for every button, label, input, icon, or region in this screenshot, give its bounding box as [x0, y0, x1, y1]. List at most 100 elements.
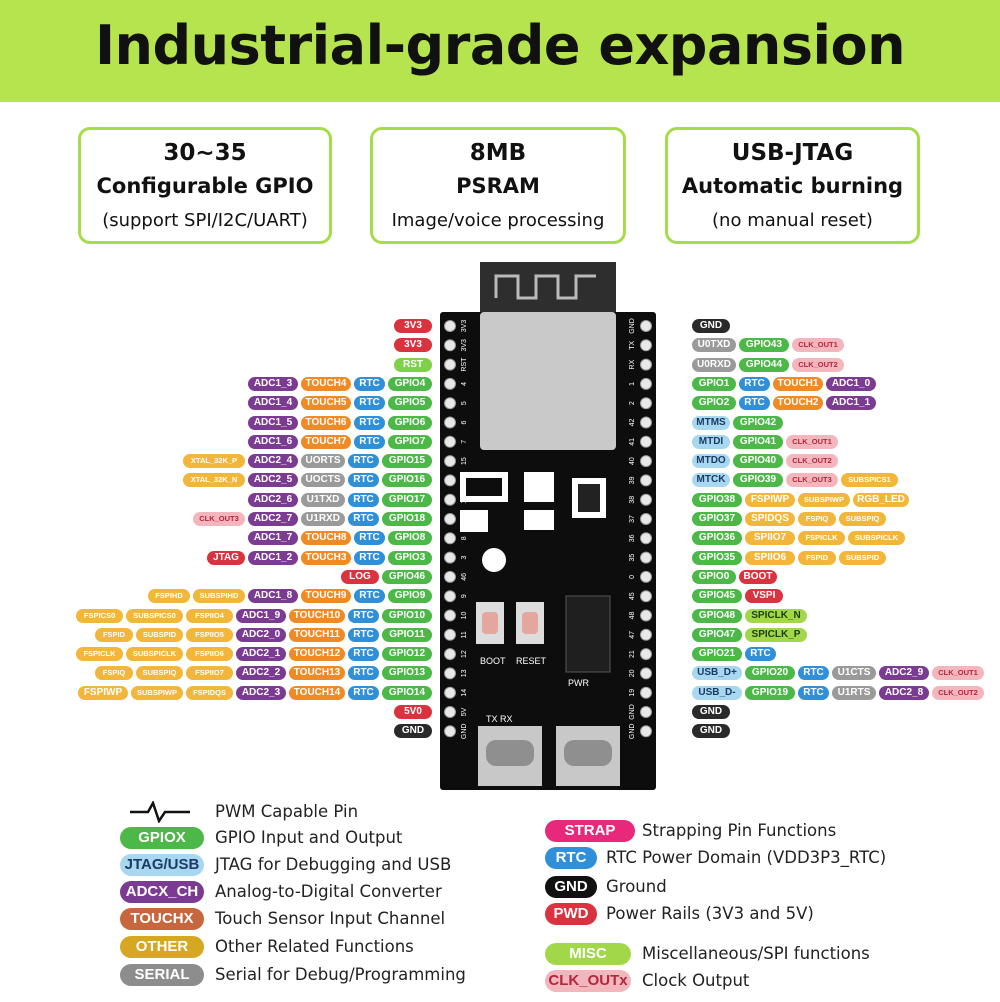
pin-function-jtag: MTDO: [692, 454, 730, 469]
header-pin: [444, 725, 456, 738]
pin-function-other: FSPICS0: [76, 608, 123, 623]
feature-box-psram: 8MB PSRAM Image/voice processing: [370, 127, 626, 244]
pin-function-rtc: RTC: [354, 415, 385, 430]
header-pin: [640, 513, 652, 525]
pin-silk-label: 38: [629, 496, 636, 504]
pin-function-adc: ADC1_1: [826, 396, 876, 411]
pin-silk-label: 3V3: [461, 339, 468, 352]
pin-function-red: VSPI: [745, 589, 783, 604]
pin-function-gpio_green: GPIO45: [692, 589, 742, 604]
pin-function-touch: TOUCH10: [289, 608, 345, 623]
pin-silk-label: 1: [629, 382, 636, 386]
pin-function-serial: U1RTS: [832, 685, 876, 700]
pin-function-red: 5V0: [394, 705, 432, 719]
smd-component: [460, 510, 488, 532]
header-pin: [444, 474, 456, 487]
header-pin: [640, 377, 652, 390]
pin-function-touch: TOUCH7: [301, 434, 351, 449]
header-pin: [640, 551, 652, 564]
pin-function-other: SPIDQS: [745, 512, 795, 526]
pin-function-adc: ADC2_8: [879, 685, 929, 700]
left-pin-header: 3V33V3RST4567151617188346910111213145VGN…: [444, 320, 468, 739]
pin-function-other: FSPIIO7: [186, 666, 233, 681]
header-pin: [444, 339, 456, 352]
pin-function-rtc: RTC: [348, 454, 379, 469]
pin-function-other: SUBSPIHD: [193, 589, 245, 604]
pin-silk-label: RST: [461, 357, 468, 372]
pin-function-other: SUBSPIQ: [839, 512, 886, 526]
header-pin: [640, 435, 652, 448]
pin-function-touch: TOUCH3: [301, 550, 351, 565]
header-pin: [640, 609, 652, 622]
header-pin: [640, 320, 652, 332]
legend-symbol-serial: SERIAL: [120, 964, 204, 986]
legend-symbol-clk: CLK_OUTx: [545, 970, 631, 992]
pin-function-gpio_green: GPIO47: [692, 627, 742, 642]
feature-box-gpio: 30~35 Configurable GPIO (support SPI/I2C…: [78, 127, 332, 244]
pin-function-rtc: RTC: [798, 666, 829, 681]
legend-symbol-gpio: GPIOX: [120, 827, 204, 849]
pin-silk-label: 8: [461, 536, 468, 540]
pin-function-touch: TOUCH8: [301, 531, 351, 546]
pin-function-jtag: MTDI: [692, 434, 730, 449]
pin-function-gpio_green: GPIO16: [382, 473, 432, 488]
header-pin: [640, 570, 652, 583]
pin-silk-label: 13: [461, 669, 468, 677]
pin-function-other: FSPIHD: [148, 589, 190, 604]
header-pin: [444, 358, 456, 371]
legend-text: Analog-to-Digital Converter: [215, 882, 442, 901]
pin-function-touch: TOUCH4: [301, 376, 351, 391]
header-pin: [640, 493, 652, 506]
pin-function-rtc: RTC: [354, 589, 385, 604]
feature-headline: USB-JTAG: [731, 140, 854, 166]
header-pin: [640, 667, 652, 680]
header-pin: [444, 513, 456, 525]
pin-function-adc: ADC1_5: [248, 415, 298, 430]
header-pin: [444, 551, 456, 564]
pwr-silk: PWR: [568, 678, 589, 688]
pin-silk-label: 42: [629, 419, 636, 427]
pin-function-jtag: USB_D-: [692, 685, 742, 700]
pin-function-adc: ADC2_1: [236, 647, 286, 662]
header-pin: [444, 686, 456, 699]
pin-silk-label: TX: [629, 341, 636, 350]
header-pin: [640, 397, 652, 410]
header-pin: [444, 435, 456, 448]
header-pin: [444, 648, 456, 661]
pin-function-rtc: RTC: [745, 647, 776, 662]
pin-silk-label: 0: [629, 575, 636, 579]
pin-function-other: FSPIQ: [95, 666, 133, 681]
pin-function-serial: U0RXD: [692, 357, 736, 372]
pin-function-gpio_green: GPIO36: [692, 531, 742, 546]
pin-function-misc: SPICLK_P: [745, 627, 807, 642]
pin-silk-label: 5V: [461, 707, 468, 716]
reset-silk: RESET: [516, 656, 547, 666]
pin-function-other: SUBSPID: [839, 550, 886, 565]
pin-function-clk: CLK_OUT2: [932, 685, 984, 700]
legend-text: RTC Power Domain (VDD3P3_RTC): [606, 848, 887, 867]
header-pin: [444, 493, 456, 506]
pin-silk-label: 16: [461, 476, 468, 484]
pin-silk-label: 6: [461, 420, 468, 424]
legend-symbol-jtag: JTAG/USB: [120, 854, 204, 876]
pin-function-adc: ADC1_7: [248, 531, 298, 546]
pin-function-adc: ADC1_2: [248, 550, 298, 565]
legend-symbol-strap: STRAP: [545, 820, 635, 842]
pin-function-gpio_green: GPIO0: [692, 569, 736, 584]
pin-function-rtc: RTC: [798, 685, 829, 700]
pin-silk-label: GND: [629, 724, 636, 740]
pin-function-serial: U1TXD: [301, 492, 345, 507]
dev-board-illustration: BOOT RESET PWR TX RX 3V33V3RST4567151617…: [440, 262, 656, 790]
pin-silk-label: 7: [461, 440, 468, 444]
pin-silk-label: 17: [461, 496, 468, 504]
pin-silk-label: 46: [461, 573, 468, 581]
right-pin-header: GNDTXRX1242414039383736350454847212019GN…: [629, 318, 652, 739]
pin-function-other: SUBSPICLK: [126, 647, 183, 662]
pin-function-other: SPIIO7: [745, 531, 795, 546]
pin-function-jtag: MTCK: [692, 473, 730, 488]
pin-function-adc: ADC2_7: [248, 512, 298, 526]
pin-function-adc: ADC1_4: [248, 396, 298, 411]
pin-function-gpio_green: GPIO18: [382, 512, 432, 526]
pin-function-gpio_green: GPIO4: [388, 376, 432, 391]
pin-silk-label: 11: [461, 631, 468, 638]
